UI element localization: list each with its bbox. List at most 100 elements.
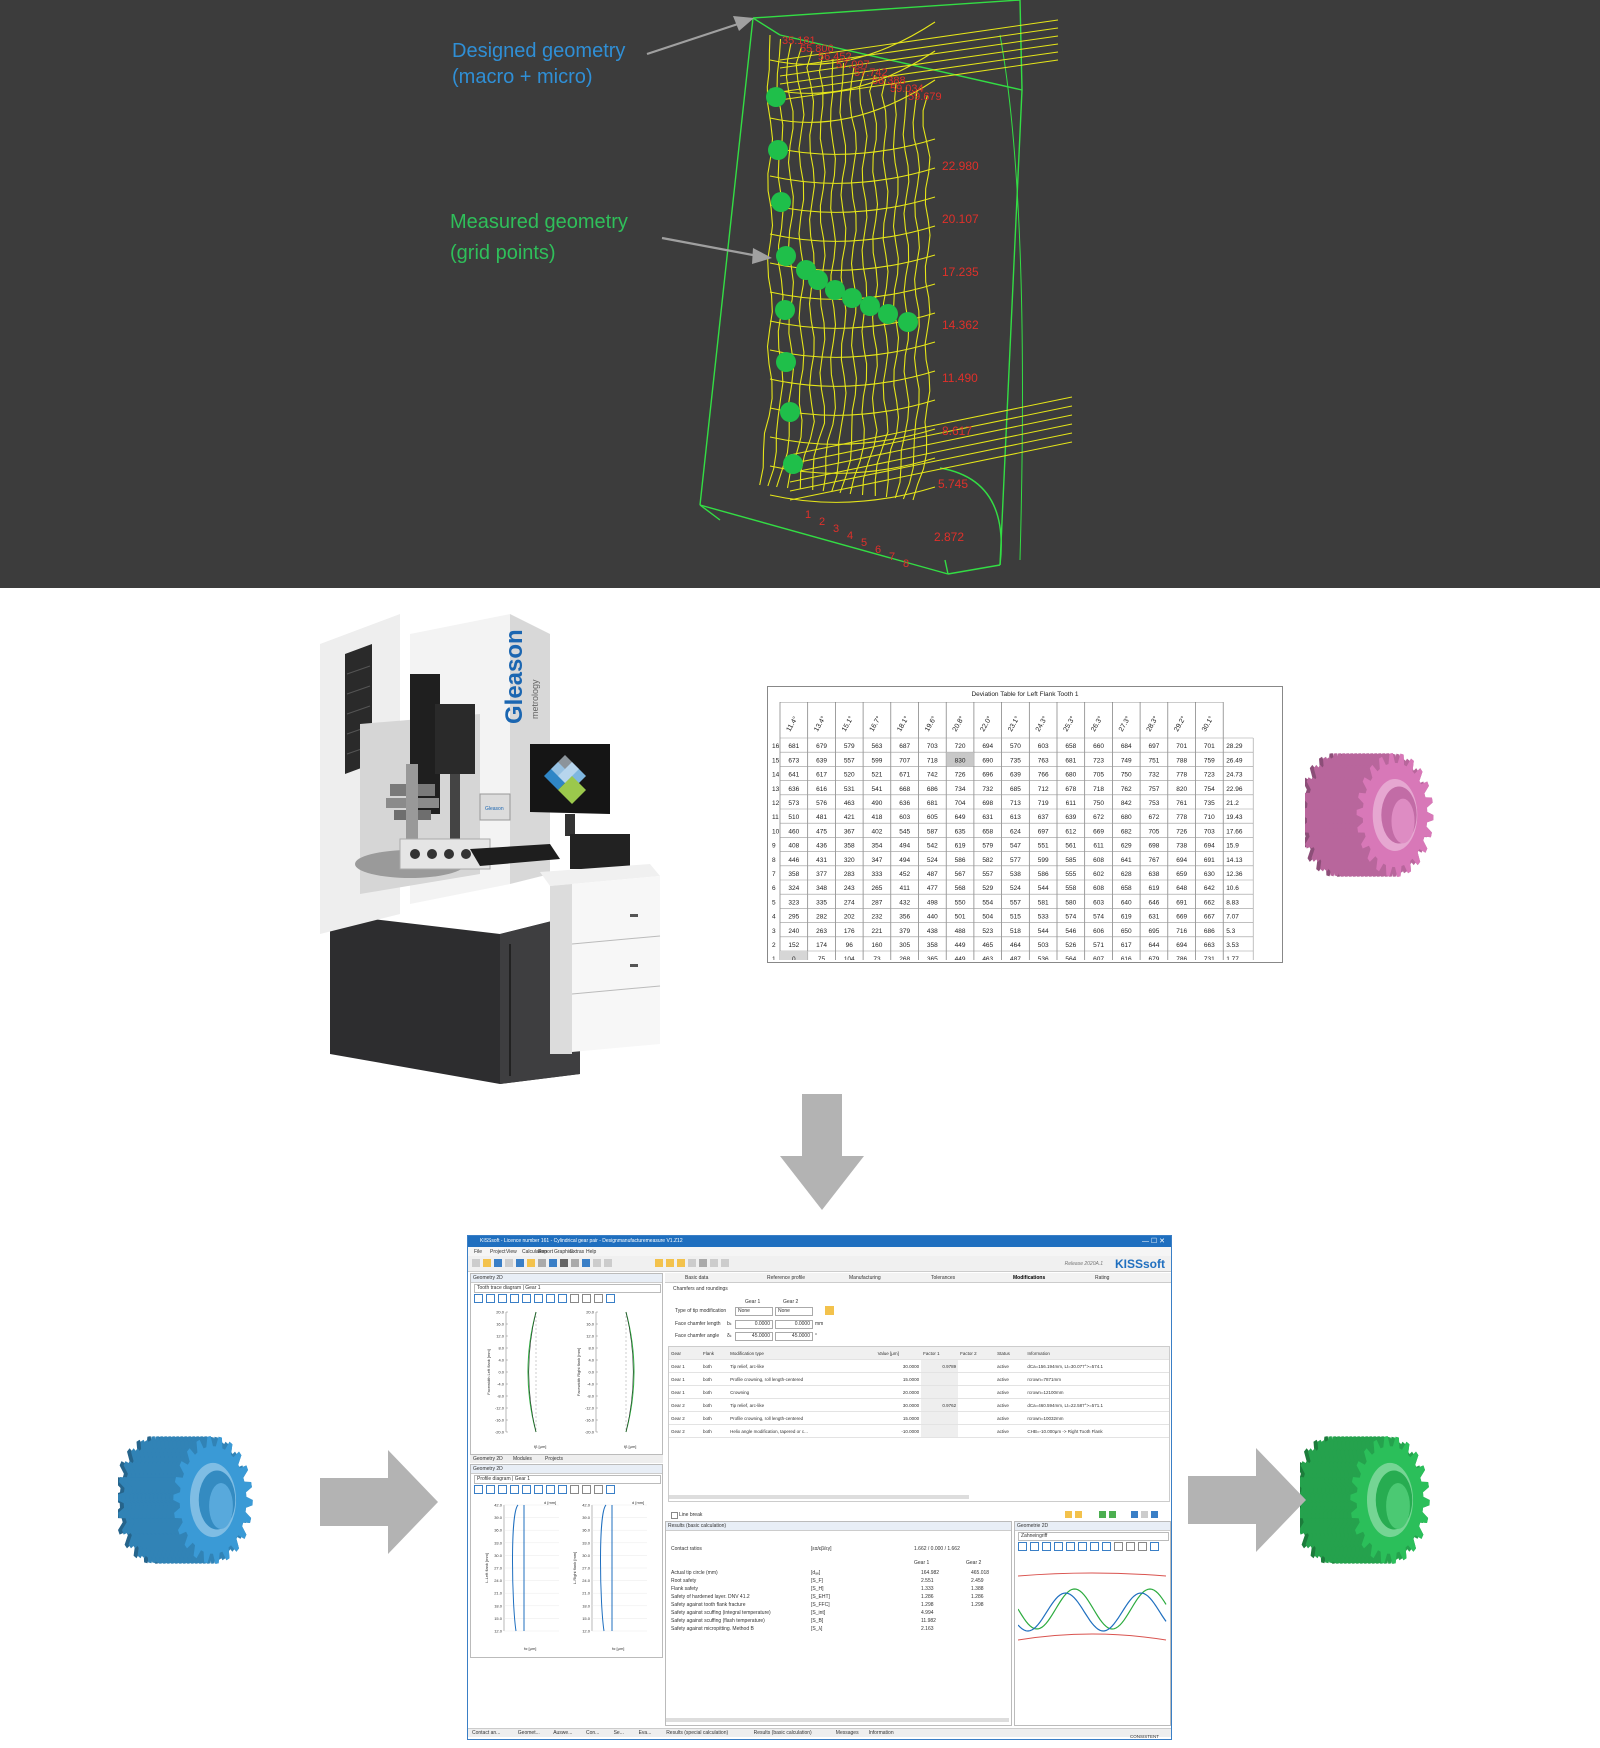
table-cell[interactable] <box>921 1411 959 1425</box>
table-cell[interactable]: dCa=156.194mm, Lt=30.077°>=574.1 <box>1025 1359 1169 1373</box>
toolbar-button-icon[interactable] <box>549 1259 557 1267</box>
column-header[interactable]: Modification type <box>728 1347 876 1360</box>
bottom-tab[interactable]: Con... <box>586 1730 600 1736</box>
view-tool-icon[interactable] <box>546 1485 555 1494</box>
view-tool-icon[interactable] <box>510 1485 519 1494</box>
view-tool-icon[interactable] <box>522 1294 531 1303</box>
view-tool-icon[interactable] <box>1090 1542 1099 1551</box>
view-tool-icon[interactable] <box>1114 1542 1123 1551</box>
table-cell[interactable]: 15.0000 <box>875 1411 922 1425</box>
view-tool-icon[interactable] <box>1126 1542 1135 1551</box>
toolbar-button-icon[interactable] <box>593 1259 601 1267</box>
diagram-select[interactable]: Tooth trace diagram | Gear 1 <box>474 1284 661 1293</box>
table-cell[interactable]: Helix angle modification, tapered or c..… <box>728 1424 876 1438</box>
view-tool-icon[interactable] <box>582 1485 591 1494</box>
table-cell[interactable] <box>958 1359 996 1373</box>
bottom-tab[interactable]: Messages <box>835 1730 859 1736</box>
table-cell[interactable]: rcrown=12100mm <box>1025 1385 1169 1399</box>
table-cell[interactable]: active <box>995 1372 1026 1386</box>
toolbar-button-icon[interactable] <box>699 1259 707 1267</box>
view-tool-icon[interactable] <box>1078 1542 1087 1551</box>
table-cell[interactable]: CHB=-10.000μm -> Right Tooth Flank <box>1025 1424 1169 1438</box>
column-header[interactable]: Information <box>1025 1347 1169 1360</box>
view-tool-icon[interactable] <box>1054 1542 1063 1551</box>
column-header[interactable]: Factor 1 <box>921 1347 959 1360</box>
view-tool-icon[interactable] <box>1138 1542 1147 1551</box>
table-cell[interactable]: both <box>701 1411 729 1425</box>
toolbar-button-icon[interactable] <box>677 1259 685 1267</box>
table-cell[interactable] <box>958 1424 996 1438</box>
view-tool-icon[interactable] <box>486 1294 495 1303</box>
view-tool-icon[interactable] <box>582 1294 591 1303</box>
view-tool-icon[interactable] <box>534 1294 543 1303</box>
view-tool-icon[interactable] <box>594 1485 603 1494</box>
column-header[interactable]: Status <box>995 1347 1026 1360</box>
view-tool-icon[interactable] <box>558 1485 567 1494</box>
bottom-tab[interactable]: Geomet... <box>517 1730 540 1736</box>
menu-item[interactable]: Report <box>538 1249 554 1255</box>
table-cell[interactable]: 0.9762 <box>921 1398 959 1412</box>
chamfer-angle-input-2[interactable]: 45.0000 <box>775 1332 813 1341</box>
table-cell[interactable]: 30.0000 <box>875 1359 922 1373</box>
bottom-tab[interactable]: Information <box>868 1730 894 1736</box>
table-cell[interactable] <box>921 1372 959 1386</box>
bottom-tab[interactable]: Eva... <box>638 1730 652 1736</box>
table-cell[interactable]: both <box>701 1372 729 1386</box>
table-cell[interactable]: both <box>701 1359 729 1373</box>
tab-geometry-2d[interactable]: Geometry 2D <box>473 1456 503 1462</box>
results-scrollbar[interactable] <box>666 1718 1009 1722</box>
meshing-select[interactable]: Zahneingriff <box>1018 1532 1169 1541</box>
toolbar-button-icon[interactable] <box>655 1259 663 1267</box>
view-tool-icon[interactable] <box>510 1294 519 1303</box>
table-cell[interactable] <box>921 1385 959 1399</box>
column-header[interactable]: Factor 2 <box>958 1347 996 1360</box>
table-action-icons[interactable] <box>1065 1511 1165 1519</box>
view-tool-icon[interactable] <box>570 1485 579 1494</box>
bottom-tab[interactable]: Auswe... <box>553 1730 573 1736</box>
view-tool-icon[interactable] <box>474 1294 483 1303</box>
view-tool-icon[interactable] <box>474 1485 483 1494</box>
table-cell[interactable]: 20.0000 <box>875 1385 922 1399</box>
toolbar-button-icon[interactable] <box>483 1259 491 1267</box>
view-tool-icon[interactable] <box>522 1485 531 1494</box>
view-tool-icon[interactable] <box>534 1485 543 1494</box>
chamfer-angle-input-1[interactable]: 45.0000 <box>735 1332 773 1341</box>
toolbar-button-icon[interactable] <box>505 1259 513 1267</box>
menu-item[interactable]: Extras <box>570 1249 585 1255</box>
menu-item[interactable]: Calculation <box>522 1249 547 1255</box>
view-tool-icon[interactable] <box>1030 1542 1039 1551</box>
view-tool-icon[interactable] <box>570 1294 579 1303</box>
tab-projects[interactable]: Projects <box>545 1456 564 1462</box>
toolbar-button-icon[interactable] <box>666 1259 674 1267</box>
table-cell[interactable]: 0.9789 <box>921 1359 959 1373</box>
menu-item[interactable]: File <box>474 1249 483 1255</box>
table-cell[interactable]: Tip relief, arc-like <box>728 1359 876 1373</box>
column-header[interactable]: Value [μm] <box>875 1347 922 1360</box>
toolbar-button-icon[interactable] <box>527 1259 535 1267</box>
table-cell[interactable] <box>958 1372 996 1386</box>
view-tool-icon[interactable] <box>558 1294 567 1303</box>
view-tool-icon[interactable] <box>1066 1542 1075 1551</box>
view-tool-icon[interactable] <box>486 1485 495 1494</box>
tab-modules[interactable]: Modules <box>513 1456 532 1462</box>
chamfer-length-input-2[interactable]: 0.0000 <box>775 1320 813 1329</box>
table-cell[interactable]: rcrown=10032mm <box>1025 1411 1169 1425</box>
bottom-tab[interactable]: Results (special calculation) <box>666 1730 729 1736</box>
table-cell[interactable]: active <box>995 1398 1026 1412</box>
column-header[interactable]: Gear <box>669 1347 702 1360</box>
tab-reference-profile[interactable]: Reference profile <box>767 1275 806 1281</box>
menu-item[interactable]: View <box>506 1249 517 1255</box>
tab-rating[interactable]: Rating <box>1095 1275 1110 1281</box>
tip-mod-select-gear1[interactable]: None <box>735 1307 773 1316</box>
table-cell[interactable]: Gear 2 <box>669 1398 702 1412</box>
view-tool-icon[interactable] <box>498 1294 507 1303</box>
toolbar-button-icon[interactable] <box>582 1259 590 1267</box>
view-tool-icon[interactable] <box>546 1294 555 1303</box>
table-cell[interactable]: both <box>701 1398 729 1412</box>
view-tool-icon[interactable] <box>1150 1542 1159 1551</box>
tab-manufacturing[interactable]: Manufacturing <box>849 1275 881 1281</box>
